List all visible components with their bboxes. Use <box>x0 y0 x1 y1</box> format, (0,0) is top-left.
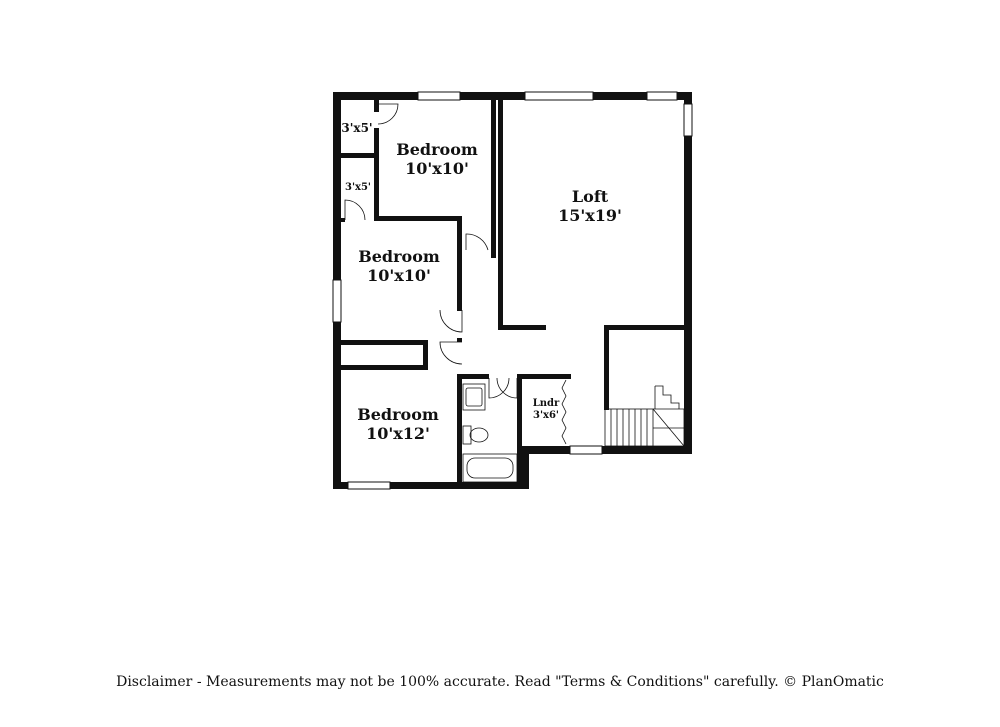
disclaimer-text: Disclaimer - Measurements may not be 100… <box>116 674 884 690</box>
wall-bed-mid-right <box>457 216 462 311</box>
wall-loft-bottom-left <box>498 325 546 330</box>
closet-mid-dims: 3'x5' <box>345 182 371 193</box>
bedroom-bottom-dims: 10'x12' <box>366 424 430 443</box>
wall-bottom-right <box>521 446 692 454</box>
door-bath-hall <box>496 377 518 399</box>
laundry-bifold <box>561 379 567 445</box>
door-closet-top <box>377 103 399 125</box>
wall-closet-top-right-a <box>374 100 379 112</box>
wall-bed-bottom-right-upper <box>423 340 428 368</box>
wall-closet-mid-right <box>374 158 379 220</box>
door-bath <box>488 377 510 399</box>
wall-step <box>521 446 529 489</box>
wall-closet-top-bottom <box>341 153 378 158</box>
bedroom-bottom-name: Bedroom <box>357 405 439 424</box>
wall-closet-top-right-b <box>374 128 379 158</box>
windows <box>332 91 693 490</box>
wall-closet-bottom <box>341 365 428 370</box>
wall-loft-left <box>498 100 503 330</box>
door-bed-mid <box>439 309 463 333</box>
window-right <box>683 103 693 137</box>
wall-laundry-top <box>521 374 571 379</box>
door-bed-bottom <box>439 341 463 365</box>
closet-top-dims: 3'x5' <box>341 121 372 135</box>
interior-walls <box>341 100 684 484</box>
bathtub <box>462 453 518 483</box>
door-bed-top <box>465 233 489 251</box>
loft-dims: 15'x19' <box>558 206 622 225</box>
door-closet-mid <box>344 199 366 221</box>
closet-slider <box>345 366 420 370</box>
wall-bed-mid-bottom <box>341 340 428 345</box>
window-top-right <box>646 91 678 101</box>
window-left <box>332 279 342 323</box>
window-bottom <box>347 481 391 490</box>
laundry-name: Lndr <box>533 398 560 409</box>
bedroom-top-dims: 10'x10' <box>405 159 469 178</box>
bath-fixtures <box>462 383 518 483</box>
wall-closet-mid-stub <box>341 218 345 222</box>
wall-stub-hall <box>457 338 462 342</box>
wall-loft-bottom-right <box>604 325 684 330</box>
window-top-bedroom <box>417 91 461 101</box>
wall-stair-left <box>604 325 609 410</box>
wall-top <box>333 92 692 100</box>
toilet-bowl <box>469 427 489 443</box>
wall-hall-right-upper <box>491 100 496 258</box>
sink <box>462 383 486 411</box>
window-top-loft <box>524 91 594 101</box>
loft-name: Loft <box>572 187 609 206</box>
bedroom-mid-dims: 10'x10' <box>367 266 431 285</box>
wall-bath-left <box>457 374 462 484</box>
bedroom-mid-name: Bedroom <box>358 247 440 266</box>
door-swings <box>344 103 518 399</box>
bedroom-top-name: Bedroom <box>396 140 478 159</box>
wall-right <box>684 92 692 454</box>
wall-bath-top <box>457 374 489 379</box>
laundry-dims: 3'x6' <box>533 410 559 421</box>
wall-bath-right <box>517 374 522 484</box>
stairs <box>604 385 685 447</box>
wall-bed-divider <box>374 216 462 221</box>
toilet-tank <box>462 425 472 445</box>
window-bottom-right <box>569 445 603 455</box>
wall-bottom-left <box>333 482 529 489</box>
